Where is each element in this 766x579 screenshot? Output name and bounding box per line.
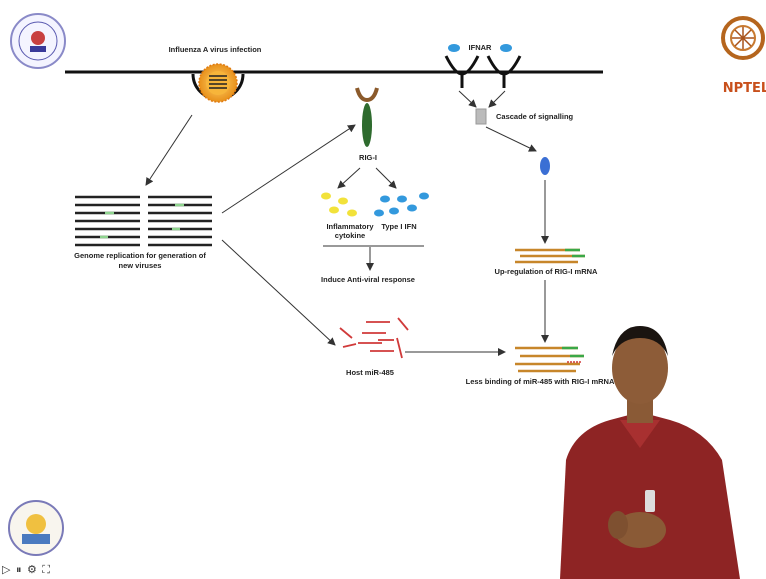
virus-endosome <box>191 63 245 103</box>
rigi-receptor <box>355 87 379 147</box>
label-genome-line1: Genome replication for generation of <box>74 251 206 260</box>
label-ifnar: IFNAR <box>469 43 492 52</box>
label-type1-ifn: Type I IFN <box>381 222 416 231</box>
label-rigi: RIG-I <box>359 153 377 162</box>
player-controls[interactable]: ▷ ⏸ ⚙ ⛶ <box>2 563 51 577</box>
host-mir-485 <box>339 317 409 359</box>
label-inflammatory-line1: Inflammatory <box>326 222 374 231</box>
ifnar-receptor-right <box>486 44 522 88</box>
label-upregulation: Up-regulation of RIG-I mRNA <box>495 267 598 276</box>
type-1-ifn <box>374 192 429 217</box>
label-antiviral: Induce Anti-viral response <box>321 275 415 284</box>
virus-particle <box>198 63 238 103</box>
inflammatory-cytokines <box>321 192 357 217</box>
institute-logo-top-left <box>10 13 66 69</box>
label-genome-line2: new viruses <box>119 261 162 270</box>
institute-logo-bottom-left <box>8 500 64 556</box>
ifnar-receptor-left <box>444 44 480 88</box>
label-inflammatory-line2: cytokine <box>335 231 365 240</box>
rigi-mrna-upregulated <box>515 248 585 264</box>
signal-adaptor <box>475 108 487 125</box>
nptel-logo-text: NPTEL <box>723 81 766 96</box>
rigi-mrna-less-binding <box>515 346 584 373</box>
label-host-mir: Host miR-485 <box>346 368 394 377</box>
transcription-factor <box>540 157 550 175</box>
nptel-logo: NPTEL <box>721 16 766 96</box>
label-virus-infection: Influenza A virus infection <box>169 45 262 54</box>
presenter-video <box>560 326 740 579</box>
player-icons-glyphs[interactable]: ▷ ⏸ ⚙ ⛶ <box>2 563 52 576</box>
label-less-binding: Less binding of miR-485 with RIG-I mRNA <box>466 377 615 386</box>
viral-genome-segments <box>75 195 212 247</box>
label-cascade: Cascade of signalling <box>496 112 574 121</box>
